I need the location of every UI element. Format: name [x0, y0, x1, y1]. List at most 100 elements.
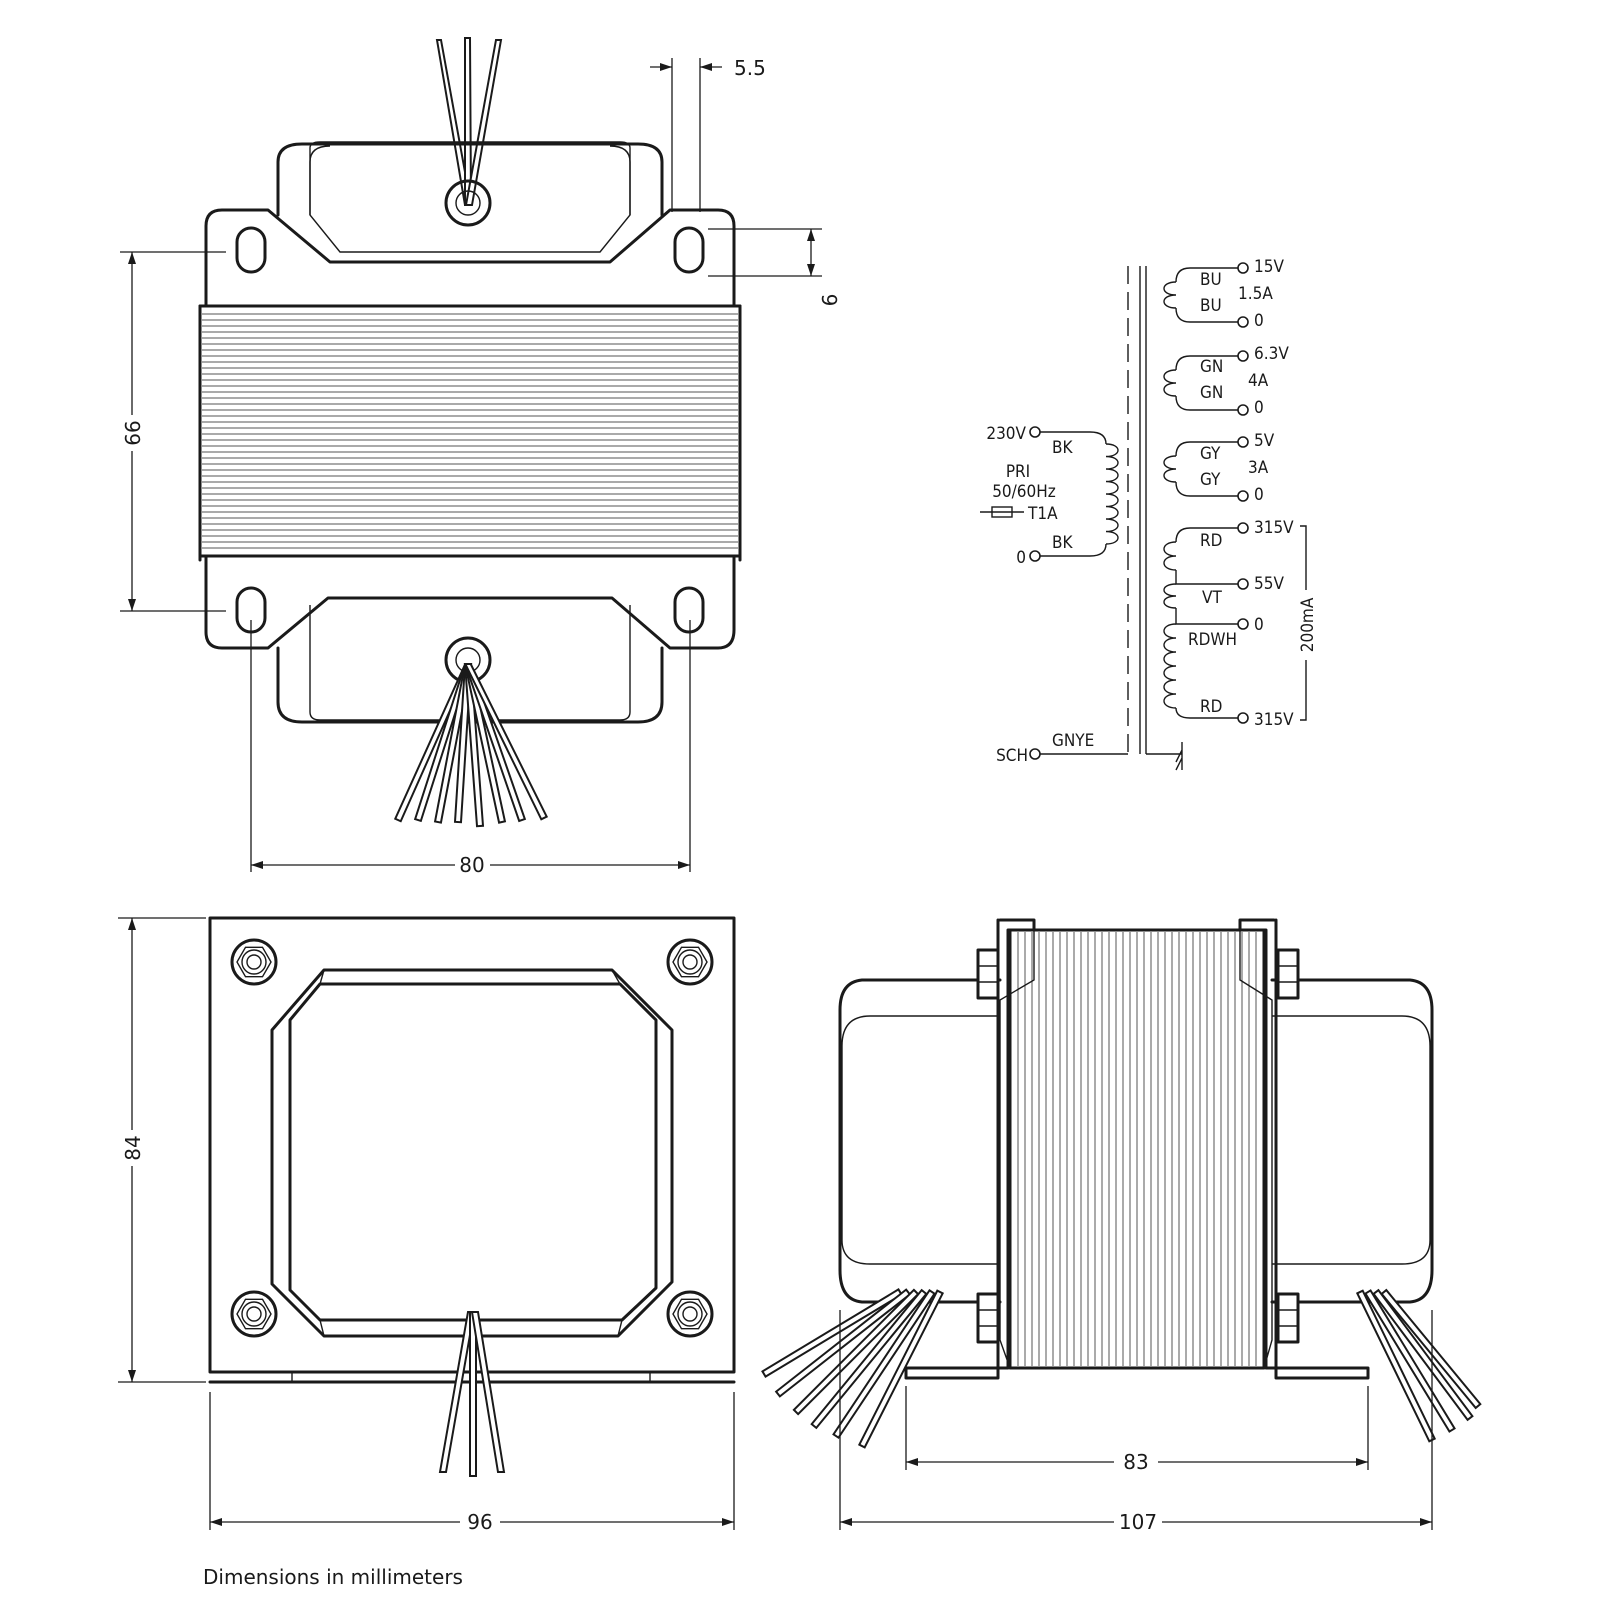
terminal — [1237, 618, 1249, 630]
ht-ct-wire: RDWH — [1188, 630, 1237, 650]
secondary-winding — [1163, 623, 1177, 709]
mount-slot-br — [673, 586, 705, 634]
shield-wire-label: GNYE — [1052, 731, 1094, 751]
winding-lead — [1175, 481, 1238, 497]
lead-wire — [463, 663, 549, 821]
sec2-top-wire: GN — [1200, 357, 1223, 377]
dim-84: 84 — [121, 1135, 145, 1160]
terminal — [1237, 490, 1249, 502]
sec3-top-wire: GY — [1200, 444, 1221, 464]
terminal — [1237, 578, 1249, 590]
bottom-view-dimensions: 84 96 — [118, 917, 735, 1534]
bottom-wire-bundle — [393, 663, 549, 828]
wiring-schematic: SCH GNYE 230V 0 BK BK PRI 50/60Hz T1A BU… — [980, 257, 1318, 771]
winding-lead — [1175, 395, 1238, 411]
lead-wire — [792, 1288, 920, 1416]
terminal — [1237, 350, 1249, 362]
upper-winding-cover — [276, 142, 664, 217]
winding-lead — [1175, 570, 1238, 585]
sec1-bottom-wire: BU — [1200, 296, 1222, 316]
top-wire-bundle — [435, 37, 503, 206]
lamination-lines — [202, 313, 738, 549]
secondary-winding — [1163, 455, 1177, 483]
ht-tap-voltage: 55V — [1254, 574, 1284, 594]
sec3-zero: 0 — [1254, 485, 1264, 505]
primary-top-terminal — [1029, 426, 1041, 438]
winding-lead — [1175, 527, 1238, 543]
fuse-rating: T1A — [1027, 504, 1058, 524]
top-grommet — [444, 179, 492, 227]
ht-ct-voltage: 0 — [1254, 615, 1264, 635]
terminal — [1237, 262, 1249, 274]
side-view-dimensions: 83 107 — [839, 1310, 1433, 1534]
primary-winding — [1105, 443, 1119, 545]
winding-lead — [1175, 707, 1238, 719]
ht-bottom-wire: RD — [1200, 697, 1222, 717]
units-note: Dimensions in millimeters — [203, 1565, 463, 1589]
secondary-winding — [1163, 369, 1177, 397]
ht-tap-wire: VT — [1202, 588, 1222, 608]
winding-lead — [1175, 608, 1238, 625]
lead-wire — [1380, 1288, 1482, 1410]
lead-wire — [857, 1289, 945, 1449]
bottom-view — [208, 916, 736, 1477]
top-view — [198, 37, 742, 828]
sec2-bottom-wire: GN — [1200, 383, 1223, 403]
sec1-zero: 0 — [1254, 311, 1264, 331]
lamination-stack — [198, 304, 742, 558]
side-left-cover — [838, 978, 1002, 1304]
terminal — [1237, 712, 1249, 724]
lead-wire — [832, 1288, 936, 1440]
terminal — [1237, 436, 1249, 448]
terminal — [1237, 404, 1249, 416]
sec1-voltage: 15V — [1254, 257, 1284, 277]
primary-coil — [1105, 443, 1119, 545]
lead-wire — [774, 1288, 912, 1398]
sec3-voltage: 5V — [1254, 431, 1275, 451]
side-right-cover — [1270, 978, 1434, 1304]
lead-wire — [1372, 1288, 1474, 1422]
bottom-view-wires — [438, 1311, 506, 1477]
side-view — [761, 918, 1482, 1449]
dim-107: 107 — [1119, 1510, 1157, 1534]
primary-bottom-voltage: 0 — [1016, 548, 1026, 568]
primary-label: PRI — [1006, 462, 1030, 482]
ht-bottom-voltage: 315V — [1254, 710, 1294, 730]
primary-bottom-terminal — [1029, 550, 1041, 562]
sec3-current: 3A — [1248, 458, 1269, 478]
fuse-icon — [980, 506, 1024, 518]
mount-slot-tr — [673, 226, 705, 274]
sec2-current: 4A — [1248, 371, 1269, 391]
primary-top-wire: BK — [1052, 438, 1073, 458]
sec1-top-wire: BU — [1200, 270, 1222, 290]
dim-5-5: 5.5 — [734, 56, 766, 80]
secondary-coils — [1163, 262, 1249, 724]
sec2-zero: 0 — [1254, 398, 1264, 418]
dim-66: 66 — [121, 420, 145, 445]
secondary-winding — [1163, 541, 1177, 571]
ht-top-voltage: 315V — [1254, 518, 1294, 538]
dim-83: 83 — [1123, 1450, 1148, 1474]
primary-bottom-wire: BK — [1052, 533, 1073, 553]
ht-current: 200mA — [1298, 597, 1318, 652]
sec1-current: 1.5A — [1238, 284, 1273, 304]
secondary-winding — [1163, 583, 1177, 609]
terminal — [1237, 316, 1249, 328]
sec2-voltage: 6.3V — [1254, 344, 1289, 364]
winding-lead — [1175, 307, 1238, 323]
dim-80: 80 — [459, 853, 484, 877]
dim-9: 9 — [817, 294, 841, 307]
winding-lead — [1175, 355, 1238, 371]
primary-frequency: 50/60Hz — [992, 482, 1056, 502]
shield-terminal-label: SCH — [996, 746, 1028, 766]
primary-top-voltage: 230V — [986, 424, 1026, 444]
ht-top-wire: RD — [1200, 531, 1222, 551]
earth-icon — [1146, 742, 1183, 771]
mount-slot-tl — [235, 226, 267, 274]
winding-lead — [1175, 441, 1238, 457]
side-bolts — [976, 948, 1300, 1344]
sec3-bottom-wire: GY — [1200, 470, 1221, 490]
top-view-dimensions: 5.5 9 66 80 — [118, 56, 841, 877]
lead-wire — [1355, 1289, 1437, 1443]
